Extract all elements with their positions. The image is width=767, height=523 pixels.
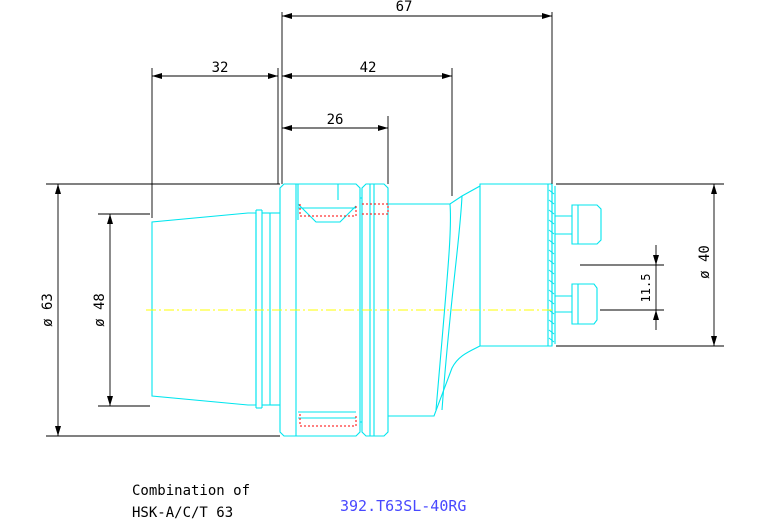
collar-body: [388, 183, 553, 417]
dim-67-label: 67: [396, 0, 413, 15]
dimension-lines: [46, 12, 724, 437]
flange: [279, 183, 361, 437]
drive-key-upper: [571, 204, 602, 245]
part-outline: [151, 183, 602, 437]
dim-26-label: 26: [327, 112, 344, 128]
dim-dia63-label: ø 63: [40, 293, 56, 327]
combination-note-line2: HSK-A/C/T 63: [132, 505, 233, 521]
dim-dia48-label: ø 48: [92, 293, 108, 327]
hidden-lines: [299, 203, 389, 427]
dim-dia40-label: ø 40: [697, 245, 713, 279]
taper-shank: [151, 212, 257, 406]
part-number: 392.T63SL-40RG: [340, 497, 466, 515]
drive-key-lower: [571, 283, 598, 325]
groove-ring: [361, 183, 389, 437]
face-serration: [548, 189, 555, 343]
combination-note-line1: Combination of: [132, 483, 250, 499]
dim-32-label: 32: [212, 60, 229, 76]
dim-42-label: 42: [360, 60, 377, 76]
dim-11-5-label: 11.5: [639, 274, 653, 303]
